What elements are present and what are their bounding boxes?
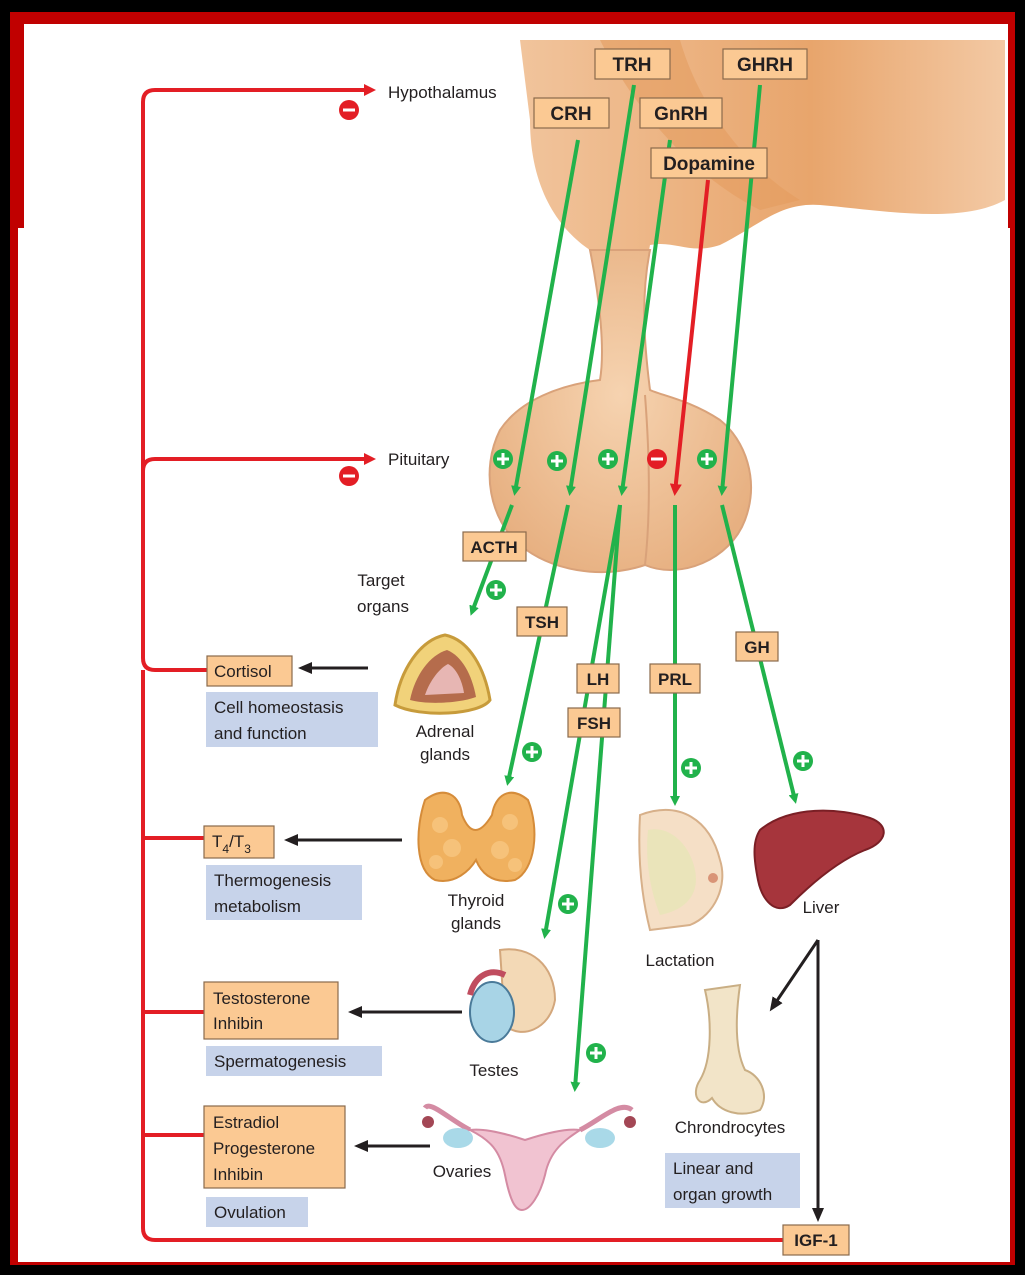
thyroid-effect-line2: metabolism: [214, 897, 301, 916]
t3-subscript: 3: [244, 842, 251, 856]
crh-label: CRH: [550, 104, 591, 125]
plus-icon: [493, 449, 513, 469]
tsh-label: TSH: [525, 613, 559, 632]
growth-effect-line2: organ growth: [673, 1185, 772, 1204]
plus-icon: [486, 580, 506, 600]
thyroid-effect-line1: Thermogenesis: [214, 871, 331, 890]
estradiol-label: Estradiol: [213, 1113, 279, 1132]
t3-text: /T: [229, 832, 244, 851]
ovaries-label: Ovaries: [433, 1162, 492, 1181]
hypothalamus-label: Hypothalamus: [388, 83, 497, 102]
lactation-label: Lactation: [646, 951, 715, 970]
lh-label: LH: [587, 670, 610, 689]
dopamine-label: Dopamine: [663, 154, 755, 175]
prl-label: PRL: [658, 670, 692, 689]
thyroid-label-line2: glands: [451, 914, 501, 933]
plus-icon: [558, 894, 578, 914]
plus-icon: [697, 449, 717, 469]
cortisol-label: Cortisol: [214, 662, 272, 681]
testes-effect: Spermatogenesis: [214, 1052, 346, 1071]
acth-label: ACTH: [470, 538, 517, 557]
trh-label: TRH: [612, 55, 651, 76]
plus-icon: [522, 742, 542, 762]
target-organs-label-line1: Target: [357, 571, 405, 590]
gh-label: GH: [744, 638, 770, 657]
gnrh-label: GnRH: [654, 104, 708, 125]
testes-label: Testes: [469, 1061, 518, 1080]
minus-icon: [647, 449, 667, 469]
progesterone-label: Progesterone: [213, 1139, 315, 1158]
fsh-label: FSH: [577, 714, 611, 733]
growth-effect-line1: Linear and: [673, 1159, 753, 1178]
thyroid-label-line1: Thyroid: [448, 891, 505, 910]
plus-icon: [793, 751, 813, 771]
target-organs-label-line2: organs: [357, 597, 409, 616]
plus-icon: [598, 449, 618, 469]
cortisol-effect-line2: and function: [214, 724, 307, 743]
adrenal-label-line2: glands: [420, 745, 470, 764]
plus-icon: [681, 758, 701, 778]
ghrh-label: GHRH: [737, 55, 793, 76]
cortisol-effect-line1: Cell homeostasis: [214, 698, 343, 717]
inhibin-female-label: Inhibin: [213, 1165, 263, 1184]
adrenal-label-line1: Adrenal: [416, 722, 475, 741]
ovaries-effect: Ovulation: [214, 1203, 286, 1222]
plus-icon: [586, 1043, 606, 1063]
inhibin-male-label: Inhibin: [213, 1014, 263, 1033]
minus-icon: [339, 466, 359, 486]
t4-text: T: [212, 832, 222, 851]
plus-icon: [547, 451, 567, 471]
chondrocytes-label: Chrondrocytes: [675, 1118, 786, 1137]
igf1-label: IGF-1: [794, 1231, 837, 1250]
minus-icon: [339, 100, 359, 120]
testosterone-label: Testosterone: [213, 989, 310, 1008]
pituitary-label: Pituitary: [388, 450, 450, 469]
liver-label: Liver: [803, 898, 840, 917]
